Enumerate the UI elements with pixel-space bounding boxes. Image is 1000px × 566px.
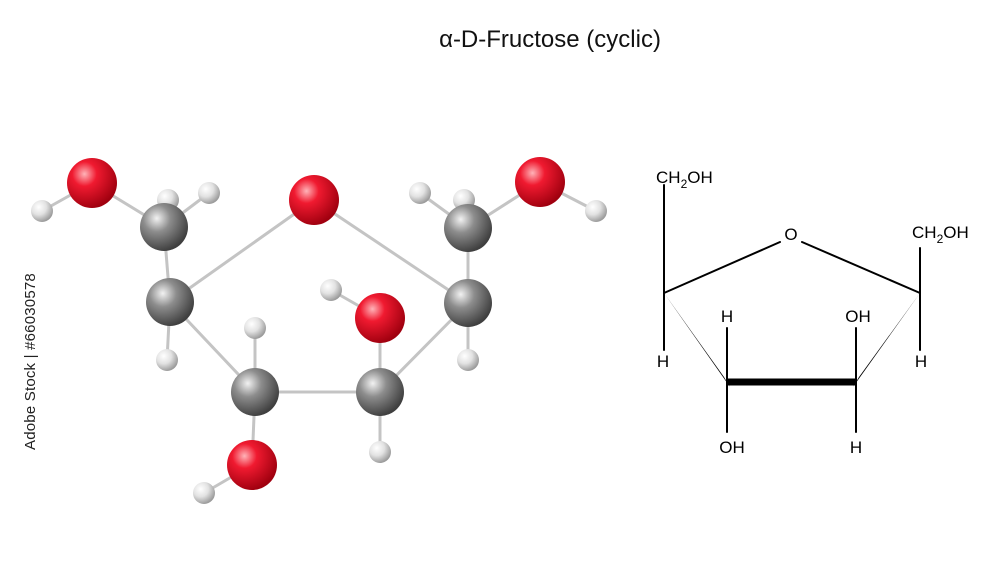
oxygen-atom	[67, 158, 117, 208]
wedge-bond-left	[664, 293, 730, 387]
ball-and-stick-model	[31, 157, 607, 504]
oxygen-atom	[227, 440, 277, 490]
hydrogen-atom	[369, 441, 391, 463]
hydrogen-atom	[193, 482, 215, 504]
hydrogen-atom	[585, 200, 607, 222]
hydrogen-atom	[198, 182, 220, 204]
carbon-atom	[444, 204, 492, 252]
oxygen-atoms	[67, 157, 565, 490]
hydrogen-atom	[156, 349, 178, 371]
ring-oxygen-label: O	[784, 225, 797, 244]
right-ch2oh-label: CH2OH	[912, 223, 969, 246]
ring-bond	[663, 241, 781, 294]
ring-bond	[801, 241, 921, 294]
c4-down-h-label: H	[850, 438, 862, 457]
left-h-label: H	[657, 352, 669, 371]
carbon-atom	[444, 279, 492, 327]
ring-oxygen-atom	[289, 175, 339, 225]
carbon-atom	[356, 368, 404, 416]
hydrogen-atom	[31, 200, 53, 222]
hydrogen-atom	[320, 279, 342, 301]
carbon-atom	[231, 368, 279, 416]
bond	[168, 198, 316, 304]
hydrogen-atom	[457, 349, 479, 371]
haworth-projection: O CH2OH CH2OH H H H OH OH H	[656, 168, 969, 457]
right-h-label: H	[915, 352, 927, 371]
hydrogen-atoms	[31, 182, 607, 504]
bond	[312, 198, 470, 305]
oxygen-atom	[355, 293, 405, 343]
bonds	[40, 180, 598, 495]
hydrogen-atom	[409, 182, 431, 204]
hydrogen-atom	[244, 317, 266, 339]
wedge-bond-right	[853, 293, 920, 387]
carbon-atom	[146, 278, 194, 326]
c3-up-h-label: H	[721, 307, 733, 326]
carbon-atom	[140, 203, 188, 251]
diagram-title: α-D-Fructose (cyclic)	[439, 26, 661, 53]
carbon-atoms	[140, 203, 492, 416]
c4-up-oh-label: OH	[845, 307, 871, 326]
left-ch2oh-label: CH2OH	[656, 168, 713, 191]
c3-down-oh-label: OH	[719, 438, 745, 457]
oxygen-atom	[515, 157, 565, 207]
